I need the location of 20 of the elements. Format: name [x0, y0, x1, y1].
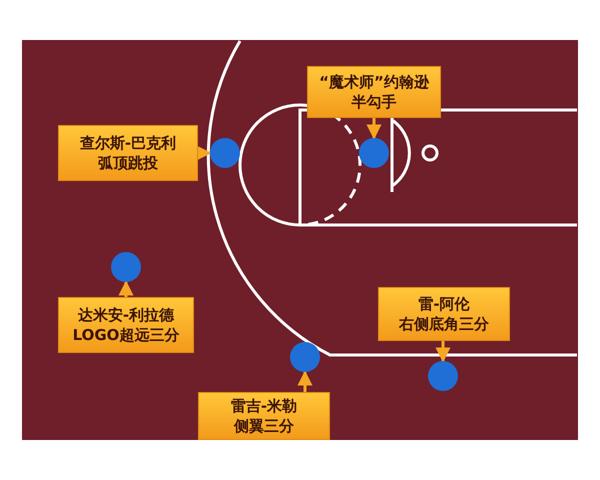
- shot-type: LOGO超远三分: [72, 325, 180, 345]
- shot-type: 半勾手: [352, 92, 396, 112]
- shot-type: 侧翼三分: [234, 416, 294, 436]
- arrow: [118, 280, 134, 297]
- callout-box: [378, 287, 510, 341]
- arrow: [366, 118, 382, 140]
- arrow: [436, 341, 450, 362]
- callout-box: [58, 297, 194, 353]
- callout-box: [198, 392, 330, 440]
- player-name: 达米安-利拉德: [78, 305, 174, 325]
- player-name: 查尔斯-巴克利: [80, 133, 176, 153]
- arrow: [196, 146, 212, 160]
- shot-type: 弧顶跳投: [98, 153, 158, 173]
- callout-box: [58, 125, 198, 181]
- player-name: “魔术师”约翰逊: [319, 72, 429, 92]
- callout-box: [307, 66, 441, 118]
- player-name: 雷-阿伦: [418, 294, 470, 314]
- shot-type: 右侧底角三分: [399, 314, 489, 334]
- arrow: [298, 370, 312, 392]
- player-name: 雷吉-米勒: [230, 396, 298, 416]
